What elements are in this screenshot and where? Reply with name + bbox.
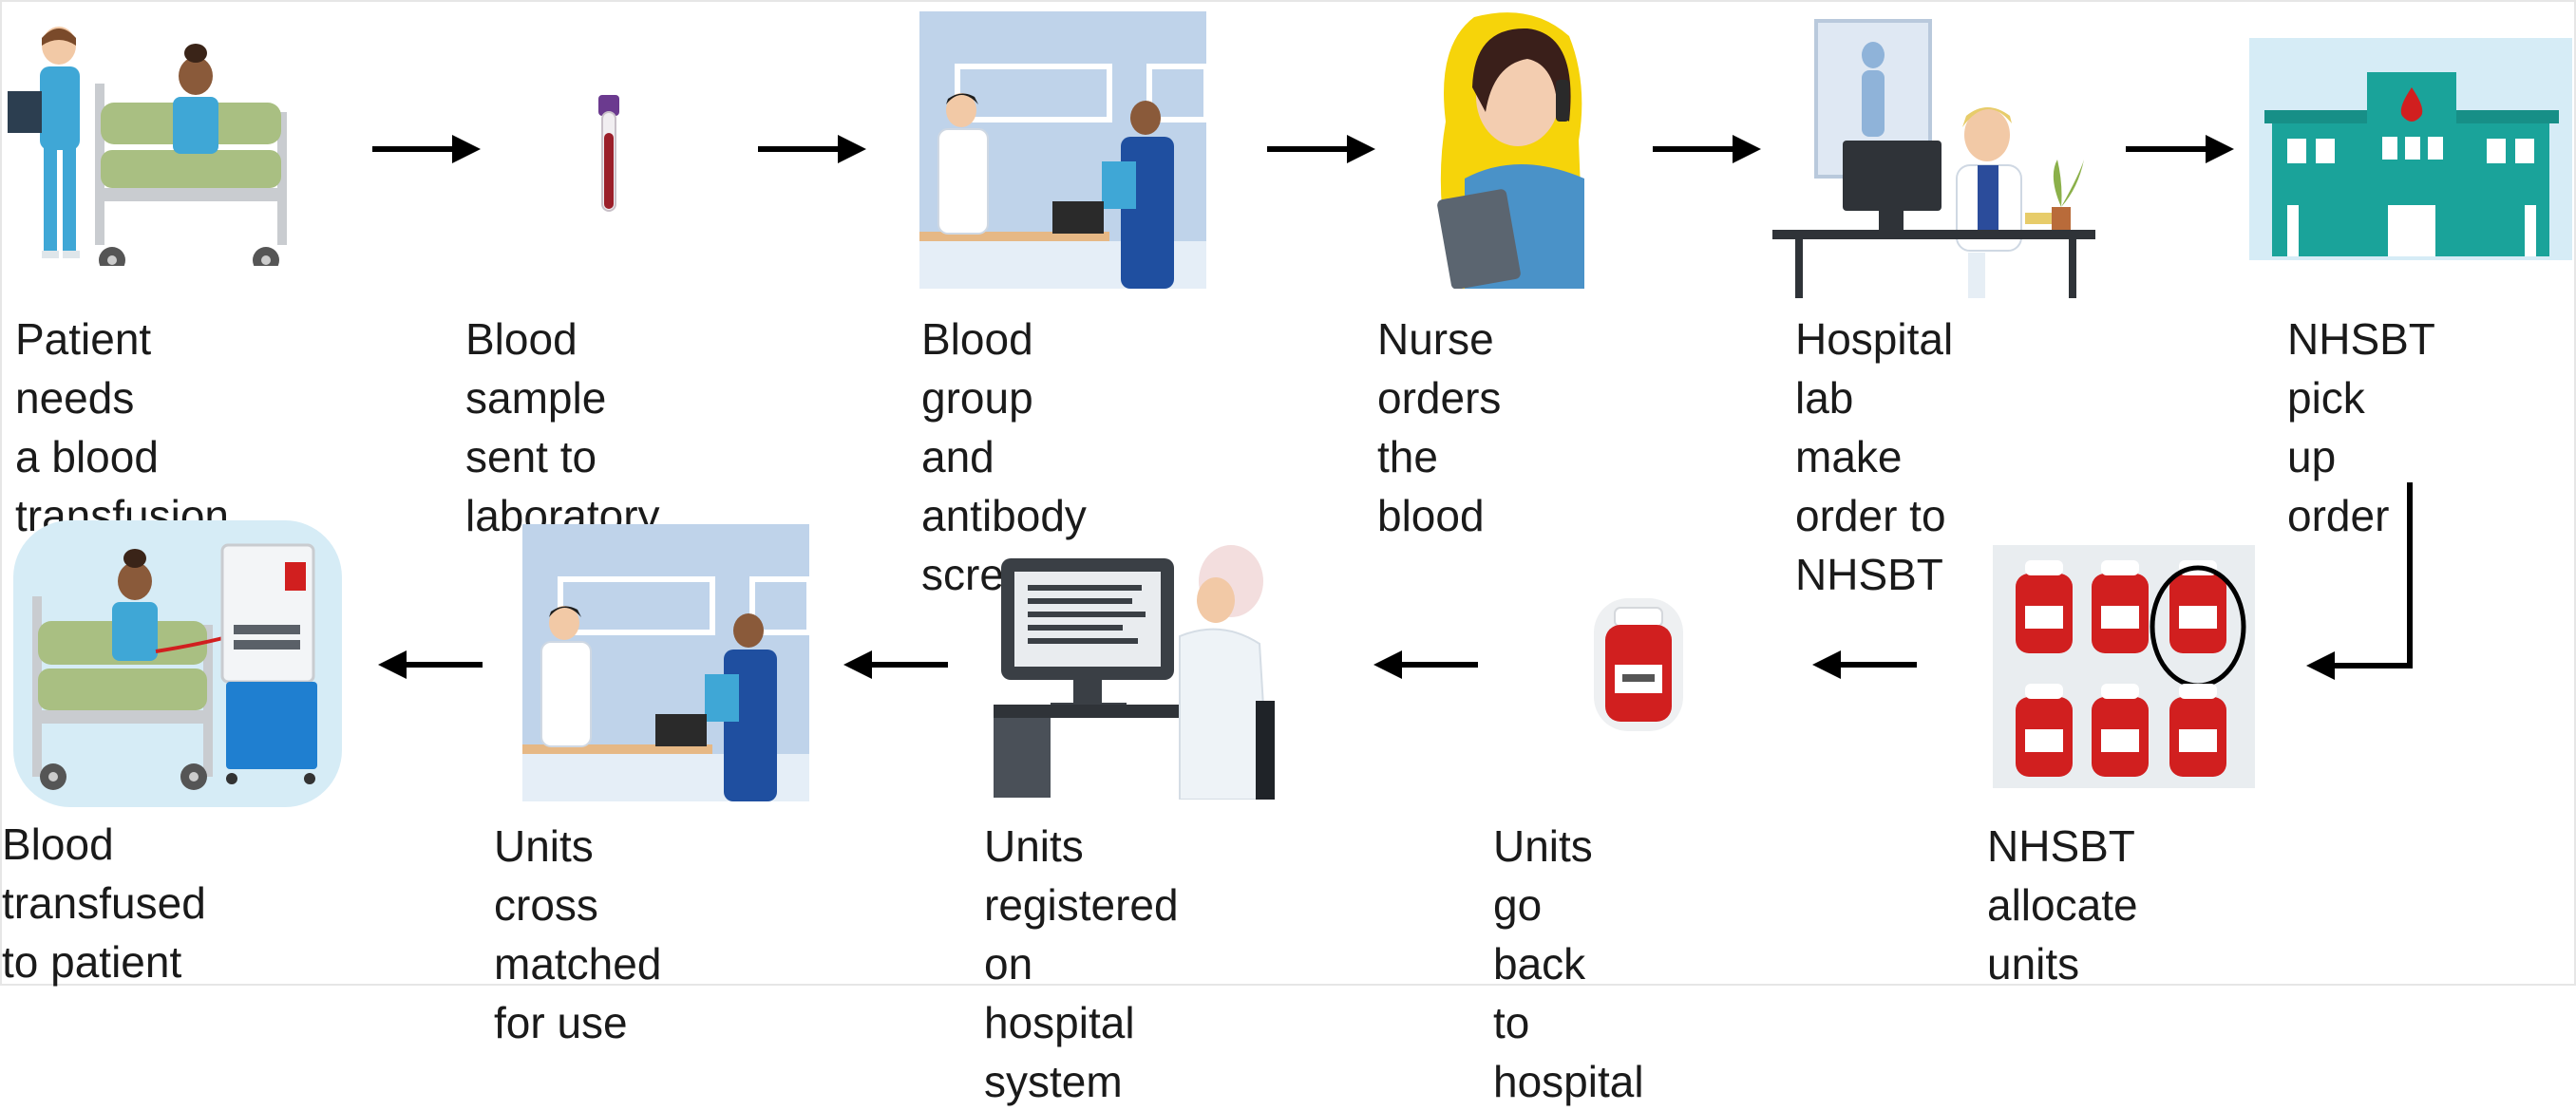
arrow-left-icon [843,650,948,679]
blood-bags-grid-icon [1993,545,2255,788]
blood-tube-icon [598,95,619,212]
arrow-left-icon [1373,650,1478,679]
step-label: Units registered on hospital system [984,821,1179,1106]
step-label: NHSBT pick up order [2287,314,2435,540]
computer-user-icon [994,545,1275,800]
step-label: Units cross matched for use [494,821,662,1047]
step-label: Units go back to hospital [1493,821,1644,1106]
arrow-left-icon [1812,650,1917,679]
step-label: NHSBT allocate units [1987,821,2138,989]
hospital-building-icon [2249,38,2572,260]
arrow-right-icon [1267,135,1375,163]
step-label: Hospital lab make order to NHSBT [1795,314,1954,599]
arrow-right-icon [758,135,866,163]
step-label: Blood sample sent to laboratory [465,314,660,540]
arrow-down-left-icon [2306,482,2413,680]
patient-bed-icon [8,27,287,266]
lab-scientists-icon [919,11,1206,289]
diagram-frame [0,0,2576,986]
arrow-right-icon [1653,135,1761,163]
arrow-right-icon [2126,135,2234,163]
blood-bag-icon [1594,598,1683,731]
lab-computer-icon [1772,19,2095,298]
arrow-right-icon [372,135,481,163]
step-label: Blood transfused to patient [2,819,206,987]
lab-scientists-icon [522,524,809,801]
transfusion-bed-icon [13,520,342,807]
step-label: Patient needs a blood transfusion [15,314,230,540]
step-label: Nurse orders the blood [1377,314,1502,540]
nurse-phone-icon [1437,12,1584,289]
arrow-left-icon [378,650,483,679]
step-label: Blood group and antibody screen [921,314,1087,599]
